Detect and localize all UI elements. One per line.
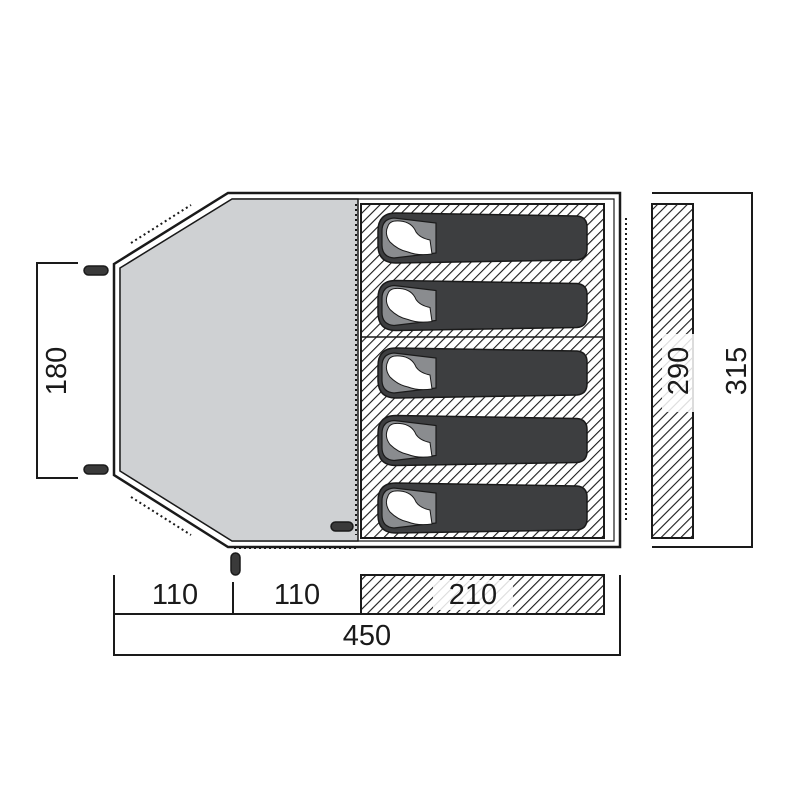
sleeping-bag bbox=[377, 482, 588, 534]
total-length-label: 450 bbox=[343, 620, 391, 652]
door-height-label: 180 bbox=[41, 347, 73, 395]
zip-lines bbox=[113, 204, 627, 549]
dimension-labels: 110 110 210 450 180 290 315 bbox=[41, 334, 753, 652]
toggle-icon bbox=[83, 265, 109, 276]
total-width-bracket bbox=[652, 192, 753, 548]
toggle-icon bbox=[83, 464, 109, 475]
top-window-zip bbox=[130, 204, 192, 244]
living-area-floor bbox=[119, 198, 359, 542]
sleeping-bag bbox=[377, 212, 588, 264]
toggle-icon bbox=[330, 521, 354, 532]
vestibule-width-label: 110 bbox=[152, 579, 198, 611]
person-head-icon bbox=[385, 355, 433, 391]
bedroom-length-label: 210 bbox=[449, 579, 497, 611]
person-head-icon bbox=[385, 422, 433, 458]
toggle-icon bbox=[230, 552, 241, 576]
entrance-width-label: 110 bbox=[274, 579, 320, 611]
person-head-icon bbox=[385, 287, 433, 323]
sleeping-bag bbox=[377, 414, 588, 467]
door-toggles bbox=[83, 265, 354, 576]
bedroom-width-label: 290 bbox=[663, 347, 695, 395]
door-height-bracket bbox=[36, 262, 78, 479]
sleeping-bag bbox=[377, 347, 588, 399]
total-width-label: 315 bbox=[721, 347, 753, 395]
total-length-bracket bbox=[113, 575, 621, 656]
sleeping-bag bbox=[377, 279, 588, 332]
bottom-window-zip bbox=[130, 496, 192, 536]
sleeping-bags bbox=[377, 212, 588, 534]
person-head-icon bbox=[385, 220, 433, 256]
person-head-icon bbox=[385, 490, 433, 526]
